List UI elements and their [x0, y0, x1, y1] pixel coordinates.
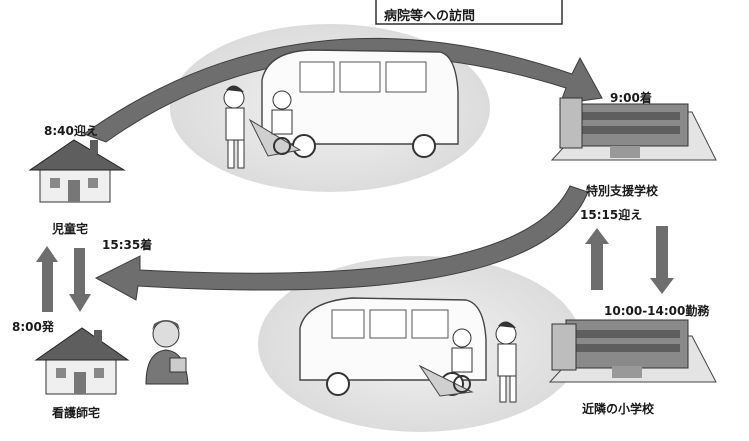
header-label: 病院等への訪問	[384, 9, 476, 24]
time-arrive-school: 9:00着	[610, 91, 652, 105]
label-elementary-school: 近隣の小学校	[582, 402, 655, 416]
up-arrow-elementary-to-school	[585, 228, 609, 290]
elementary-school-building-icon	[548, 319, 717, 383]
time-pickup-afternoon: 15:15迎え	[580, 208, 643, 222]
nurse-house-icon	[34, 327, 130, 395]
special-school-building-icon	[550, 97, 717, 161]
lower-van-illustration	[299, 297, 517, 403]
label-special-school: 特別支援学校	[586, 184, 659, 198]
down-arrow-school-to-elementary	[650, 226, 674, 294]
time-depart-nurse: 8:00発	[12, 320, 54, 334]
home-house-icon	[28, 139, 126, 203]
header-box	[375, 0, 563, 25]
label-nurse-home: 看護師宅	[52, 406, 101, 420]
label-home: 児童宅	[52, 222, 89, 236]
time-work-hours: 10:00-14:00勤務	[604, 304, 710, 318]
upper-arc-arrow	[82, 37, 603, 143]
upper-van-illustration	[223, 49, 459, 169]
up-arrow-nurse-to-home	[36, 246, 58, 312]
down-arrow-home-to-nurse	[69, 248, 91, 312]
nurse-person-icon	[145, 320, 189, 385]
time-pickup-morning: 8:40迎え	[44, 124, 98, 138]
lower-arc-arrow	[94, 185, 589, 301]
time-arrive-home: 15:35着	[102, 238, 153, 252]
